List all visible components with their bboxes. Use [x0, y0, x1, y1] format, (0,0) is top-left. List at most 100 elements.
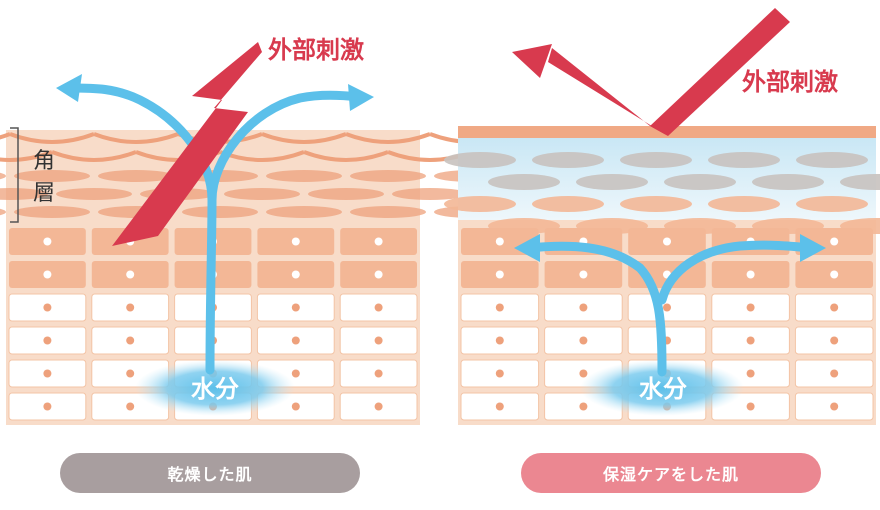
water-arrowhead-right — [800, 234, 826, 262]
cell-nucleus — [43, 303, 52, 312]
caption-moisturized-skin: 保湿ケアをした肌 — [521, 453, 821, 493]
dry-scale — [261, 132, 347, 144]
cell-nucleus — [43, 336, 52, 345]
caption-dry-skin: 乾燥した肌 — [60, 453, 360, 493]
stimulus-deflected-stroke — [548, 48, 668, 136]
scale-cell — [532, 152, 604, 168]
cell-nucleus — [579, 336, 588, 345]
cell-nucleus — [43, 270, 52, 279]
dry-scale — [93, 132, 179, 144]
cell-nucleus — [663, 237, 671, 246]
cell-nucleus — [746, 402, 755, 411]
cell-nucleus — [43, 237, 52, 246]
scale-cell — [796, 196, 868, 212]
cell-nucleus — [579, 303, 588, 312]
scale-cell — [576, 174, 648, 190]
cell-nucleus — [291, 237, 300, 246]
cell-nucleus — [830, 402, 839, 411]
cell-nucleus — [495, 336, 504, 345]
cell-nucleus — [291, 369, 300, 378]
dry-scale — [392, 188, 468, 200]
cell-nucleus — [830, 237, 839, 246]
cell-nucleus — [746, 369, 755, 378]
cell-nucleus — [495, 303, 504, 312]
cell-nucleus — [374, 369, 383, 378]
cell-nucleus — [126, 270, 135, 279]
dry-scale — [14, 170, 90, 182]
cell-nucleus — [663, 303, 671, 312]
cell-nucleus — [495, 402, 504, 411]
cell-nucleus — [291, 402, 300, 411]
dry-scale — [350, 206, 426, 218]
dry-scale — [308, 188, 384, 200]
cell-nucleus — [495, 270, 504, 279]
dry-scale — [51, 150, 137, 162]
water-arrowhead-left — [56, 74, 82, 102]
cell-nucleus — [746, 303, 755, 312]
dry-scale — [266, 206, 342, 218]
external-stimulus-label-left: 外部刺激 — [268, 36, 364, 64]
cell-nucleus — [374, 336, 383, 345]
moisturized-skin-illustration — [444, 126, 880, 425]
dry-scale — [0, 132, 11, 140]
dry-scale — [0, 208, 6, 216]
cell-nucleus — [495, 369, 504, 378]
cell-nucleus — [374, 303, 383, 312]
dry-scale — [14, 206, 90, 218]
cell-nucleus — [579, 402, 588, 411]
water-escape-path-right — [207, 90, 365, 205]
external-stimulus-label-right: 外部刺激 — [742, 68, 838, 96]
scale-cell — [708, 196, 780, 212]
stratum-bracket — [10, 127, 19, 223]
dry-scale — [0, 150, 53, 162]
dry-scale — [0, 172, 6, 180]
cell-nucleus — [830, 270, 839, 279]
water-glow — [580, 360, 744, 416]
cell-nucleus — [579, 270, 588, 279]
water-label-right: 水分 — [639, 375, 687, 403]
dry-scale — [224, 188, 300, 200]
cell-nucleus — [126, 402, 135, 411]
scale-cell — [444, 196, 516, 212]
dry-scale — [345, 132, 431, 144]
scale-cell — [840, 174, 880, 190]
water-arrowhead-right — [348, 84, 374, 111]
scale-cell — [444, 152, 516, 168]
scale-cell — [488, 174, 560, 190]
water-arrowhead-left — [514, 234, 540, 262]
cell-nucleus — [126, 369, 135, 378]
stimulus-incoming-stroke — [650, 8, 790, 136]
stratum-label-line2: 層 — [33, 181, 55, 206]
stimulus-lightning-icon — [112, 42, 262, 246]
cell-nucleus — [291, 270, 300, 279]
cell-nucleus — [579, 369, 588, 378]
cell-nucleus — [43, 369, 52, 378]
cell-nucleus — [374, 270, 383, 279]
water-retained-path-left — [523, 241, 667, 377]
cell-nucleus — [830, 303, 839, 312]
dry-scale — [266, 170, 342, 182]
dry-scale — [56, 188, 132, 200]
cell-nucleus — [495, 237, 504, 246]
dry-scale — [350, 170, 426, 182]
dry-scale — [98, 170, 174, 182]
scale-cell — [532, 196, 604, 212]
cell-nucleus — [374, 402, 383, 411]
cell-nucleus — [374, 237, 383, 246]
dry-scale — [0, 188, 48, 200]
water-retained-path-right — [657, 240, 817, 305]
cell-nucleus — [291, 303, 300, 312]
stimulus-arrowhead — [512, 44, 552, 78]
scale-cell — [752, 174, 824, 190]
cell-nucleus — [830, 336, 839, 345]
dry-scale — [182, 206, 258, 218]
cell-nucleus — [746, 336, 755, 345]
scale-cell — [664, 174, 736, 190]
cell-nucleus — [126, 303, 135, 312]
cell-nucleus — [126, 336, 135, 345]
cell-nucleus — [746, 270, 755, 279]
scale-cell — [708, 152, 780, 168]
scale-cell — [620, 152, 692, 168]
